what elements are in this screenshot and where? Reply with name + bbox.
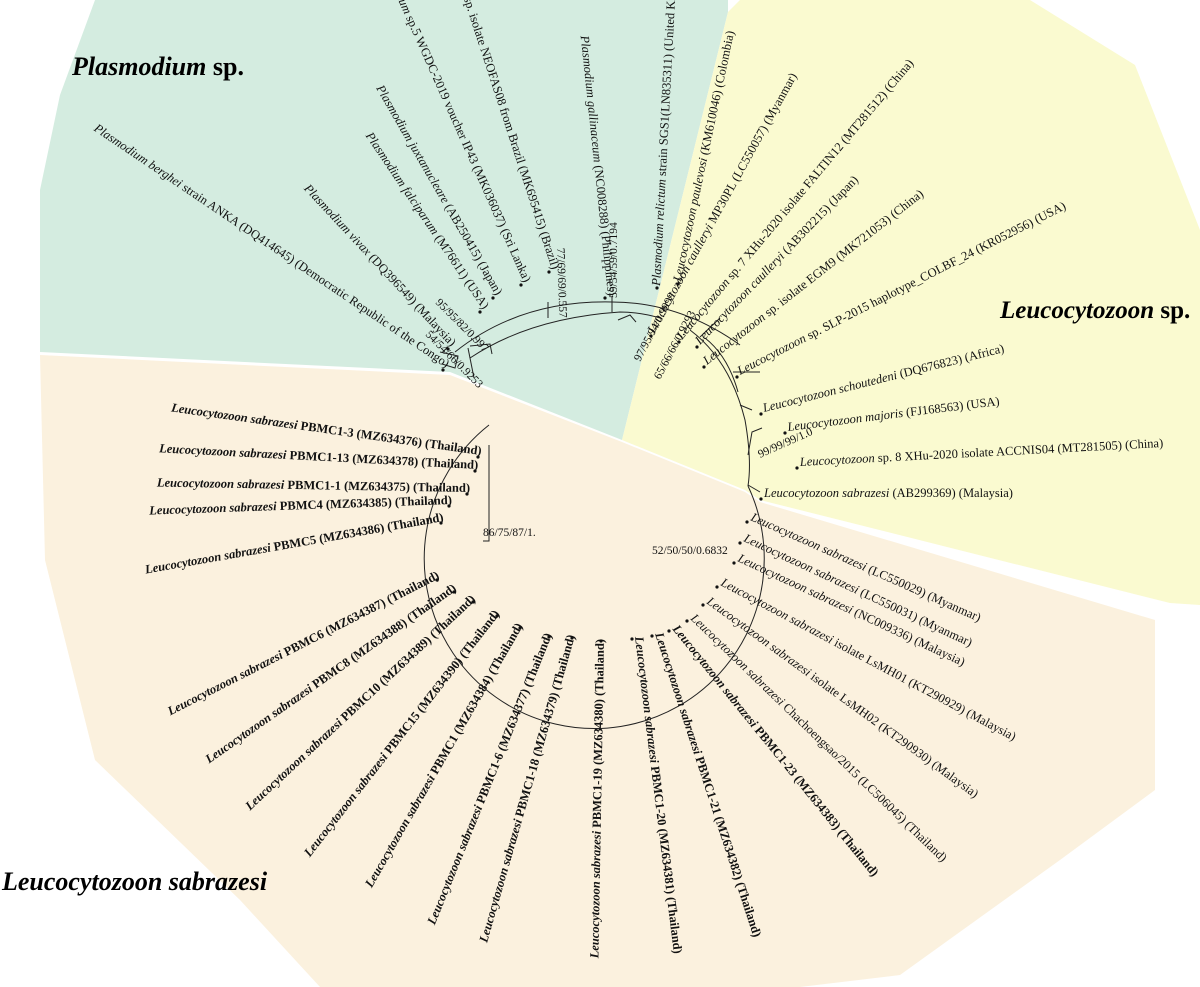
taxon-details: (AB299369) (Malaysia) — [889, 486, 1013, 500]
leuco-arc-inner — [704, 337, 739, 393]
taxon-tip-dot — [471, 600, 475, 604]
taxon-tip-dot — [795, 466, 799, 470]
taxon-label: Leucocytozoon sabrazesi PBMC1-19 (MZ6343… — [587, 639, 607, 960]
tree-branches — [423, 296, 765, 730]
support-value-s3: 77/69/69/0.557 — [554, 248, 568, 319]
taxon-tip-dot — [732, 561, 736, 565]
node-bracket-2 — [469, 343, 493, 355]
taxon-tip-dot — [439, 521, 443, 525]
taxon-tip-dot — [603, 296, 607, 300]
taxon-tip-dot — [473, 469, 477, 473]
sabrazesi-clade-region — [40, 355, 1155, 987]
taxon-tip-dot — [495, 614, 499, 618]
taxon-species: Leucocytozoon sabrazesi — [763, 486, 890, 500]
taxon-tip-dot — [465, 492, 469, 496]
plasmodium-arc — [469, 311, 661, 359]
taxon-label: Leucocytozoon sabrazesi (AB299369) (Mala… — [763, 486, 1013, 500]
taxon-species: Plasmodium relictum — [649, 179, 669, 287]
taxon-details: PBMC4 (MZ634385) (Thailand) — [276, 493, 452, 513]
taxon-tip-dot — [783, 431, 787, 435]
taxon-tip-dot — [667, 629, 671, 633]
taxon-tip-dot — [519, 283, 523, 287]
taxon-tip-dot — [738, 541, 742, 545]
taxon-species: Leucocytozoon sabrazesi — [156, 476, 285, 492]
main-ring-arc — [423, 424, 765, 730]
taxon-details: PBMC1-1 (MZ634375) (Thailand) — [284, 478, 470, 495]
taxon-label: Leucocytozoon sabrazesi PBMC1-1 (MZ63437… — [156, 476, 470, 495]
taxon-tip-dot — [478, 310, 482, 314]
taxon-tip-dot — [685, 619, 689, 623]
taxon-species: Leucocytozoon — [798, 451, 875, 469]
taxon-species: Leucocytozoon sabrazesi — [587, 830, 603, 959]
taxon-tip-dot — [547, 270, 551, 274]
taxon-tip-dot — [630, 637, 634, 641]
node-bracket-1 — [439, 351, 459, 369]
taxon-tip-dot — [435, 578, 439, 582]
support-value-s8: 86/75/87/1. — [483, 527, 536, 539]
taxon-tip-dot — [446, 347, 450, 351]
taxon-species: Leucocytozoon sabrazesi — [148, 499, 277, 517]
taxon-tip-dot — [676, 282, 680, 286]
taxon-tip-dot — [702, 365, 706, 369]
taxon-species: Leucocytozoon sabrazesi — [158, 441, 288, 462]
taxon-tip-dot — [735, 375, 739, 379]
plasmodium-group-title: Plasmodium sp. — [71, 52, 244, 81]
taxon-tip-dot — [570, 636, 574, 640]
taxon-tip-dot — [491, 296, 495, 300]
inner-brace-left — [483, 445, 490, 542]
taxon-tip-dot — [715, 585, 719, 589]
taxon-tip-dot — [599, 639, 603, 643]
taxon-tip-dot — [452, 590, 456, 594]
taxon-tip-dot — [655, 286, 659, 290]
sabrazesi-group-title: Leucocytozoon sabrazesi — [1, 867, 268, 896]
taxon-tip-dot — [759, 412, 763, 416]
taxon-tip-dot — [547, 635, 551, 639]
leucocytozoon-clade-region — [622, 0, 1200, 605]
plasmodium-clade-region — [40, 0, 728, 440]
taxon-tip-dot — [447, 504, 451, 508]
taxon-tip-dot — [649, 334, 653, 338]
taxon-tip-dot — [695, 345, 699, 349]
support-value-s9: 52/50/50/0.6832 — [652, 545, 728, 557]
taxon-tip-dot — [745, 520, 749, 524]
taxon-tip-dot — [476, 455, 480, 459]
taxon-details: PBMC1-19 (MZ634380) (Thailand) — [590, 639, 607, 831]
leucocytozoon-group-title: Leucocytozoon sp. — [999, 297, 1190, 324]
taxon-tip-dot — [701, 603, 705, 607]
node-bracket-3 — [617, 314, 637, 323]
taxon-label: Leucocytozoon sabrazesi PBMC4 (MZ634385)… — [148, 493, 452, 518]
leuco-arc-small — [747, 427, 763, 456]
leuco-arc-outer — [689, 329, 750, 487]
taxon-tip-dot — [441, 368, 445, 372]
taxon-tip-dot — [677, 340, 681, 344]
taxon-tip-dot — [759, 497, 763, 501]
support-value-s4: 59/54/59/0.7194 — [608, 222, 620, 298]
taxon-tip-dot — [518, 626, 522, 630]
taxon-tip-dot — [650, 634, 654, 638]
